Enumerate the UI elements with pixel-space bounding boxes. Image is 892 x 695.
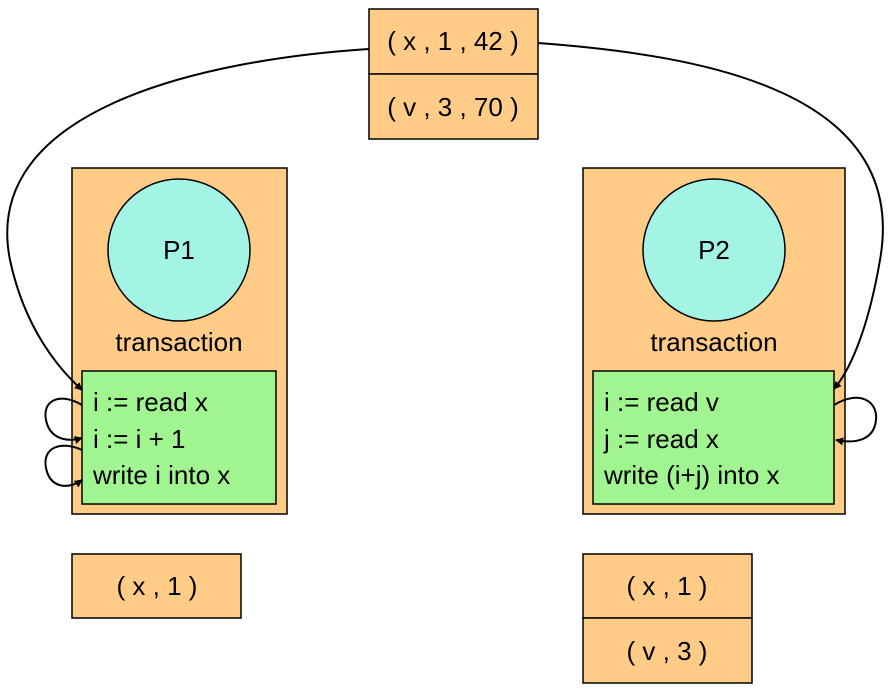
p2-code-line-2: j := read x (603, 424, 719, 454)
p1-process-label: P1 (163, 235, 195, 265)
p1-cluster: P1 transaction i := read x i := i + 1 wr… (71, 167, 288, 515)
p1-code-line-3: write i into x (92, 460, 230, 490)
edge-store-to-p1-code (6, 48, 370, 391)
edge-store-to-p2-code (537, 42, 884, 390)
store-row-2-box (368, 73, 539, 140)
p2-snapshot-row-2-box (582, 617, 753, 684)
p2-snapshot-row-2: ( v , 3 ) (627, 636, 708, 666)
p2-code-line-1: i := read v (604, 387, 719, 417)
p2-snapshot-row-1: ( x , 1 ) (627, 571, 708, 601)
store-row-2: ( v , 3 , 70 ) (387, 92, 519, 122)
p2-code-box (592, 370, 835, 505)
p1-snapshot: ( x , 1 ) (71, 553, 242, 619)
store-row-1-box (368, 8, 539, 75)
p1-code-box (81, 370, 277, 505)
p1-process-node (107, 178, 251, 322)
p2-process-node (642, 178, 786, 322)
p1-snapshot-row-1-box (71, 553, 242, 619)
p2-code-line-3: write (i+j) into x (603, 460, 780, 490)
p1-self-loop-1 (44, 397, 83, 444)
p2-cluster: P2 transaction i := read v j := read x w… (582, 167, 846, 515)
p2-snapshot-row-1-box (582, 553, 753, 619)
store-row-1: ( x , 1 , 42 ) (387, 26, 519, 56)
p1-snapshot-row-1: ( x , 1 ) (117, 571, 198, 601)
p1-self-loop-2 (44, 444, 83, 488)
p2-snapshot: ( x , 1 ) ( v , 3 ) (582, 553, 753, 684)
p2-transaction-label: transaction (650, 327, 777, 357)
global-store: ( x , 1 , 42 ) ( v , 3 , 70 ) (368, 8, 539, 140)
p2-self-loop (833, 396, 878, 446)
p1-code-line-1: i := read x (93, 387, 208, 417)
p1-transaction-label: transaction (115, 327, 242, 357)
edges (6, 42, 884, 488)
p2-process-label: P2 (698, 235, 730, 265)
p1-code-line-2: i := i + 1 (93, 424, 186, 454)
